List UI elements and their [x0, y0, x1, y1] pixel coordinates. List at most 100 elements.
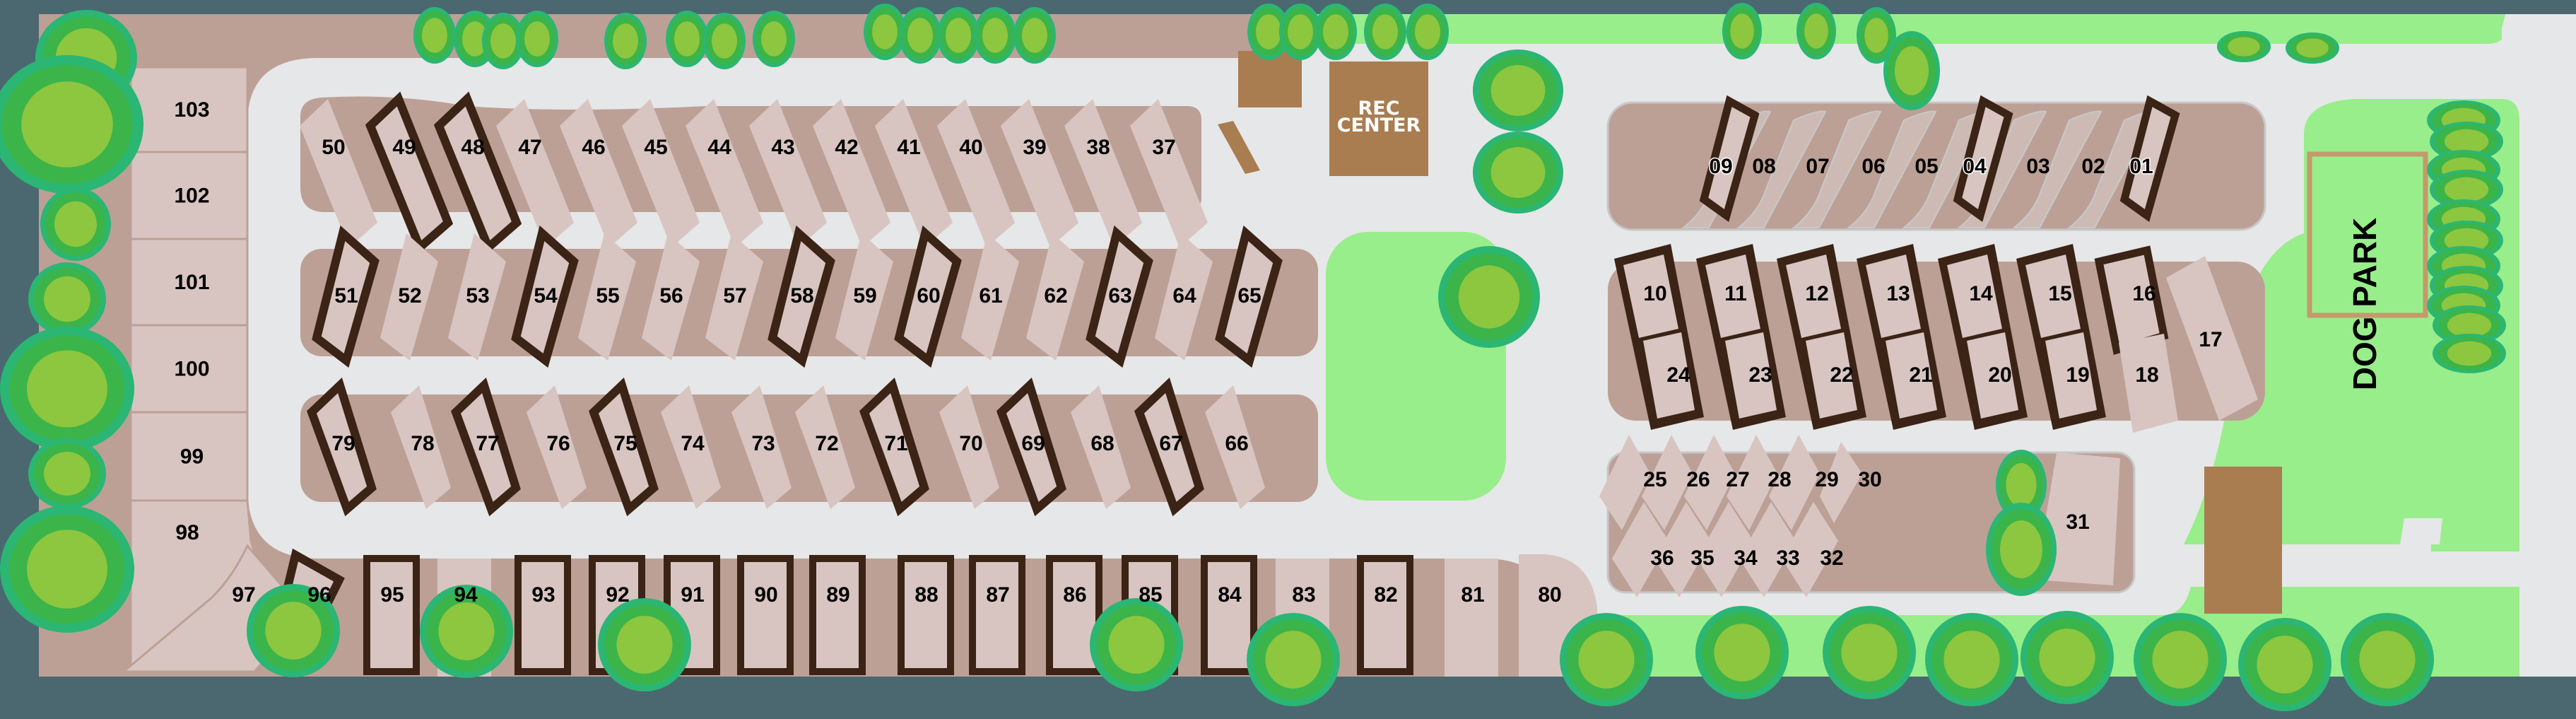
- site-45[interactable]: [622, 99, 700, 247]
- site-58[interactable]: [767, 225, 835, 368]
- site-46[interactable]: [560, 99, 637, 247]
- site-82[interactable]: [1357, 555, 1413, 675]
- site-75[interactable]: [589, 377, 659, 517]
- site-84[interactable]: [1201, 555, 1257, 675]
- site-label-16: 16: [2132, 282, 2156, 305]
- site-68[interactable]: [1071, 385, 1131, 509]
- site-74[interactable]: [661, 385, 721, 509]
- site-39[interactable]: [1001, 99, 1078, 247]
- site-04[interactable]: [1953, 95, 2013, 223]
- site-25[interactable]: [1599, 435, 1650, 530]
- site-72[interactable]: [795, 385, 855, 509]
- tree-icon: [2341, 613, 2434, 706]
- site-label-10: 10: [1643, 282, 1666, 305]
- rec-center[interactable]: [1329, 62, 1428, 176]
- site-label-72: 72: [815, 432, 838, 455]
- site-24[interactable]: [1643, 332, 1695, 419]
- site-33[interactable]: [1739, 502, 1796, 597]
- site-81[interactable]: [1445, 559, 1498, 677]
- site-69[interactable]: [996, 377, 1066, 517]
- tree-icon: [1364, 4, 1406, 60]
- site-87[interactable]: [969, 555, 1025, 675]
- site-23[interactable]: [1725, 332, 1777, 419]
- site-row-10-24: [1614, 244, 2258, 433]
- site-21[interactable]: [1886, 332, 1937, 419]
- site-51[interactable]: [312, 225, 380, 368]
- site-73[interactable]: [731, 385, 792, 509]
- site-76[interactable]: [527, 385, 587, 509]
- site-54[interactable]: [511, 225, 579, 368]
- tree-icon: [1925, 613, 2018, 706]
- site-63[interactable]: [1086, 225, 1153, 368]
- site-43[interactable]: [749, 99, 827, 247]
- site-90[interactable]: [737, 555, 794, 675]
- site-55[interactable]: [578, 233, 636, 361]
- site-56[interactable]: [642, 233, 700, 361]
- tree-icon: [703, 13, 746, 69]
- site-17[interactable]: [2166, 256, 2258, 421]
- site-52[interactable]: [380, 233, 438, 361]
- site-49[interactable]: [365, 91, 454, 255]
- site-40[interactable]: [937, 99, 1015, 247]
- site-66[interactable]: [1205, 385, 1265, 509]
- site-53[interactable]: [448, 233, 506, 361]
- site-64[interactable]: [1155, 233, 1213, 361]
- site-78[interactable]: [391, 385, 451, 509]
- site-01[interactable]: [2119, 95, 2180, 223]
- site-44[interactable]: [686, 99, 763, 247]
- site-22[interactable]: [1806, 332, 1857, 419]
- site-18[interactable]: [2119, 334, 2178, 433]
- site-label-85: 85: [1139, 583, 1162, 607]
- site-label-90: 90: [754, 583, 777, 607]
- site-26[interactable]: [1642, 435, 1693, 530]
- site-99[interactable]: [129, 411, 249, 502]
- site-50[interactable]: [300, 99, 377, 247]
- site-20[interactable]: [1967, 332, 2018, 419]
- site-60[interactable]: [894, 225, 962, 368]
- site-65[interactable]: [1215, 225, 1283, 368]
- site-88[interactable]: [898, 555, 954, 675]
- site-34[interactable]: [1697, 502, 1753, 597]
- site-32[interactable]: [1782, 502, 1838, 597]
- site-93[interactable]: [514, 555, 571, 675]
- site-59[interactable]: [835, 233, 893, 361]
- site-89[interactable]: [809, 555, 866, 675]
- site-42[interactable]: [813, 99, 890, 247]
- site-37[interactable]: [1130, 99, 1208, 247]
- site-48[interactable]: [433, 91, 522, 255]
- site-35[interactable]: [1654, 502, 1711, 597]
- site-70[interactable]: [939, 385, 999, 509]
- site-29[interactable]: [1769, 435, 1820, 530]
- site-30[interactable]: [1820, 442, 1862, 523]
- site-61[interactable]: [961, 233, 1019, 361]
- site-31[interactable]: [2035, 452, 2120, 585]
- site-38[interactable]: [1064, 99, 1142, 247]
- tree-icon: [974, 7, 1016, 64]
- site-09[interactable]: [1699, 95, 1760, 223]
- site-71[interactable]: [859, 377, 929, 517]
- site-67[interactable]: [1134, 377, 1204, 517]
- site-row-01-09: [1681, 95, 2180, 228]
- site-103[interactable]: [129, 66, 249, 153]
- site-41[interactable]: [875, 99, 953, 247]
- site-27[interactable]: [1684, 435, 1735, 530]
- site-47[interactable]: [496, 99, 574, 247]
- site-label-22: 22: [1830, 363, 1853, 387]
- stripe: [2067, 110, 2158, 228]
- site-label-48: 48: [461, 136, 484, 159]
- tree-icon: [1560, 613, 1653, 706]
- site-19[interactable]: [2045, 332, 2097, 419]
- site-label-58: 58: [790, 284, 813, 308]
- dog-park[interactable]: DOG PARK: [2307, 79, 2428, 390]
- site-77[interactable]: [451, 377, 521, 517]
- site-57[interactable]: [705, 233, 763, 361]
- site-label-87: 87: [986, 583, 1009, 607]
- tree-icon: [1406, 4, 1449, 60]
- site-62[interactable]: [1026, 233, 1084, 361]
- site-row-80-95: [363, 554, 1597, 677]
- site-28[interactable]: [1727, 435, 1777, 530]
- site-101[interactable]: [129, 238, 249, 327]
- site-95[interactable]: [363, 555, 420, 675]
- site-79[interactable]: [307, 377, 377, 517]
- site-36[interactable]: [1612, 502, 1669, 597]
